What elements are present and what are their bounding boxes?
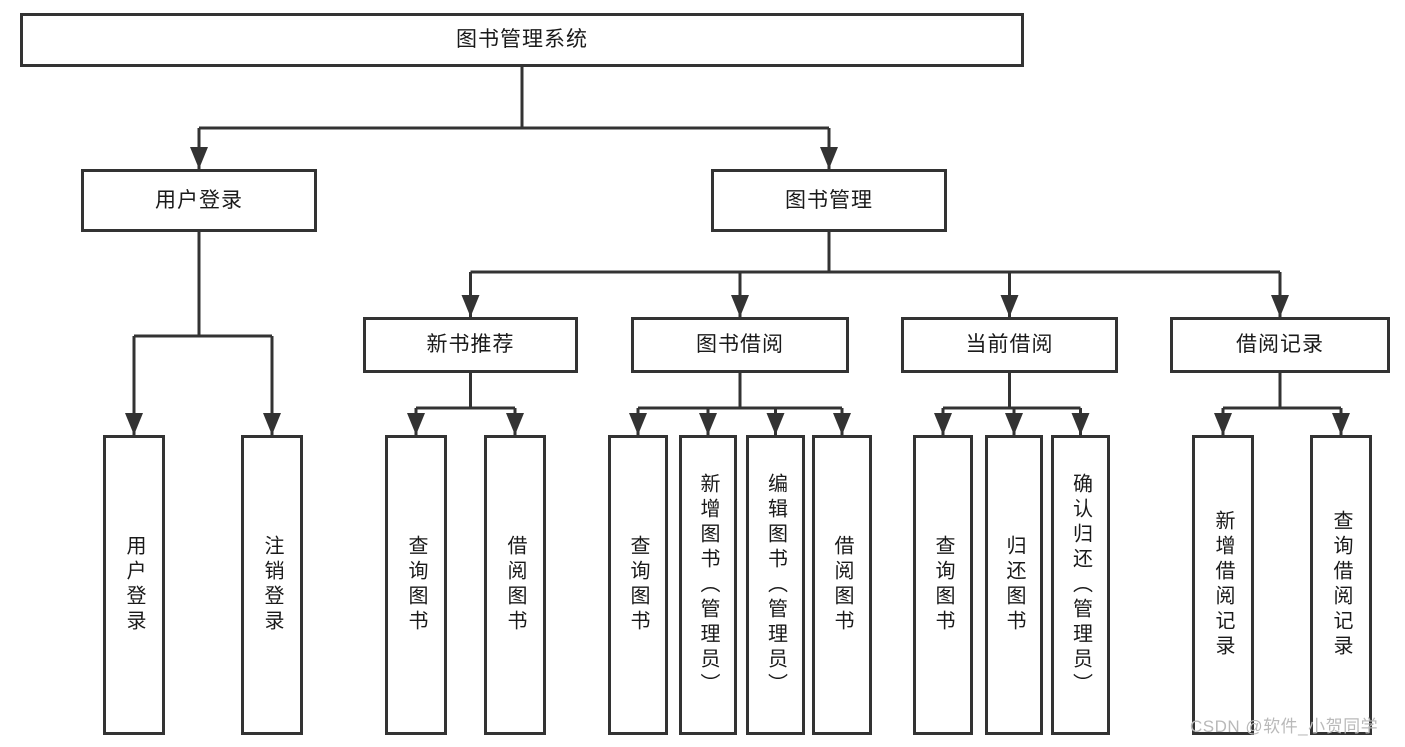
node-leaf-cur-query[interactable]: 查询图书 [913,435,973,735]
node-label: 新书推荐 [426,333,515,357]
node-newbook[interactable]: 新书推荐 [363,317,578,373]
node-label: 归还图书 [1003,535,1025,635]
bus-newbook-arrow-leaf-nb-query [407,413,425,435]
node-leaf-bw-query[interactable]: 查询图书 [608,435,668,735]
bus-borrow-arrow-leaf-bw-borrow [833,413,851,435]
node-login[interactable]: 用户登录 [81,169,317,232]
bus-root-arrow-login [190,147,208,169]
bus-current-arrow-leaf-cur-query [934,413,952,435]
node-leaf-bw-borrow[interactable]: 借阅图书 [812,435,872,735]
node-label: 注销登录 [261,535,283,635]
bus-records-arrow-leaf-rec-add [1214,413,1232,435]
bus-current-arrow-leaf-cur-return [1005,413,1023,435]
node-current[interactable]: 当前借阅 [901,317,1118,373]
node-label: 图书管理 [785,188,873,212]
node-leaf-cur-return[interactable]: 归还图书 [985,435,1043,735]
node-label: 用户登录 [123,535,145,635]
bus-root-arrow-bookmgmt [820,147,838,169]
node-borrow[interactable]: 图书借阅 [631,317,849,373]
node-leaf-rec-query[interactable]: 查询借阅记录 [1310,435,1372,735]
bus-login-arrow-leaf-user-logout [263,413,281,435]
watermark: CSDN @软件_小贺同学 [1190,717,1379,736]
node-root[interactable]: 图书管理系统 [20,13,1024,67]
node-leaf-bw-add[interactable]: 新增图书（管理员） [679,435,737,735]
node-label: 编辑图书（管理员） [764,472,787,698]
bus-borrow-arrow-leaf-bw-query [629,413,647,435]
bus-current-arrow-leaf-cur-confirm [1071,413,1090,435]
bus-bookmgmt-arrow-current [1000,295,1019,317]
bus-borrow-arrow-leaf-bw-edit [766,413,785,435]
bus-records-arrow-leaf-rec-query [1332,413,1350,435]
node-leaf-bw-edit[interactable]: 编辑图书（管理员） [746,435,805,735]
node-label: 查询图书 [932,535,954,635]
node-label: 查询图书 [405,535,427,635]
node-label: 新增图书（管理员） [697,472,719,698]
node-bookmgmt[interactable]: 图书管理 [711,169,947,232]
bus-bookmgmt-arrow-borrow [731,295,749,317]
bus-bookmgmt-arrow-newbook [461,295,480,317]
node-label: 借阅图书 [504,535,526,635]
node-leaf-cur-confirm[interactable]: 确认归还（管理员） [1051,435,1110,735]
node-label: 当前借阅 [965,333,1054,357]
node-leaf-nb-query[interactable]: 查询图书 [385,435,447,735]
bus-newbook-arrow-leaf-nb-borrow [506,413,524,435]
node-label: 图书借阅 [696,333,784,357]
node-label: 新增借阅记录 [1212,510,1234,660]
node-leaf-nb-borrow[interactable]: 借阅图书 [484,435,546,735]
node-label: 查询借阅记录 [1330,510,1352,660]
node-label: 查询图书 [627,535,649,635]
node-label: 借阅记录 [1236,333,1324,357]
node-label: 确认归还（管理员） [1069,472,1092,698]
node-leaf-user-logout[interactable]: 注销登录 [241,435,303,735]
node-label: 图书管理系统 [456,28,588,52]
node-leaf-user-login[interactable]: 用户登录 [103,435,165,735]
bus-borrow-arrow-leaf-bw-add [699,413,717,435]
node-label: 用户登录 [155,188,243,212]
node-leaf-rec-add[interactable]: 新增借阅记录 [1192,435,1254,735]
node-records[interactable]: 借阅记录 [1170,317,1390,373]
node-label: 借阅图书 [831,535,853,635]
bus-bookmgmt-arrow-records [1271,295,1289,317]
bus-login-arrow-leaf-user-login [125,413,143,435]
